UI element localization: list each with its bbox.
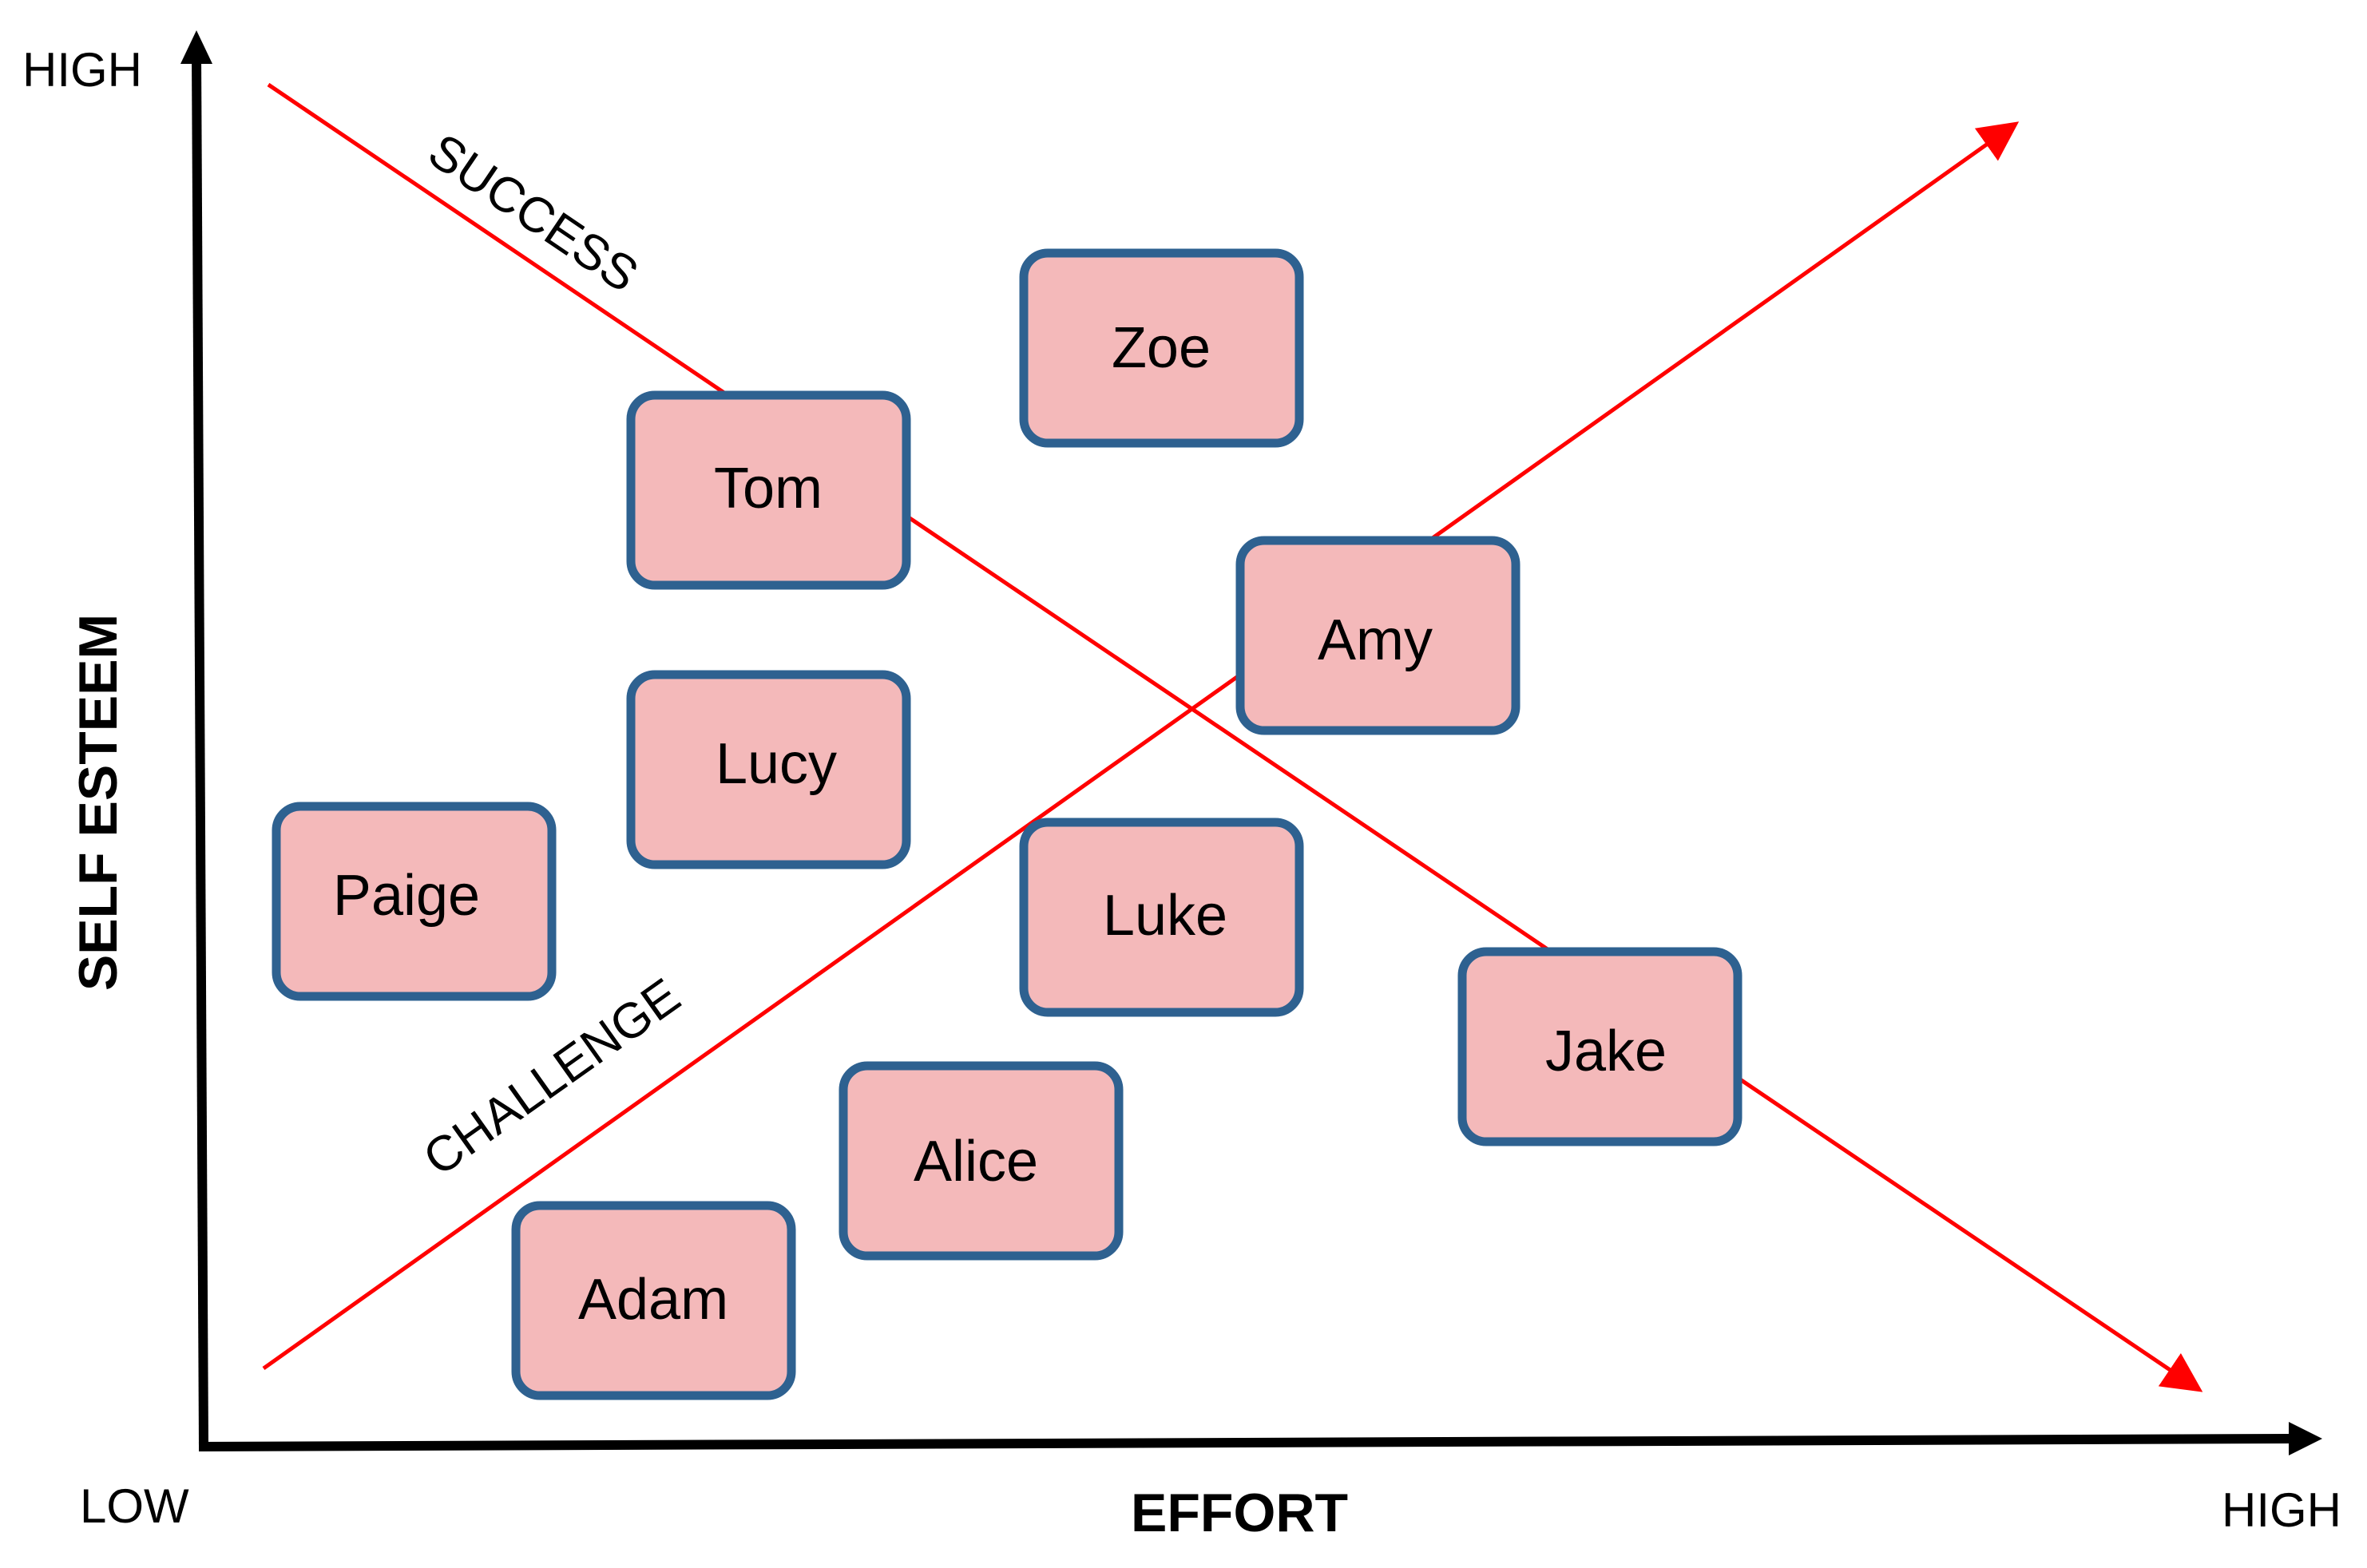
person-box-lucy: Lucy <box>626 670 911 869</box>
trend-lines <box>262 82 2203 1392</box>
y-axis-title: SELF ESTEEM <box>68 614 129 991</box>
person-box-tom-shape <box>626 390 911 590</box>
person-box-zoe: Zoe <box>1019 248 1304 448</box>
person-box-jake: Jake <box>1457 947 1743 1146</box>
y-axis-high-label: HIGH <box>22 43 142 97</box>
person-name-tom: Tom <box>714 457 823 521</box>
person-box-paige-shape <box>272 802 557 1001</box>
y-axis-line <box>192 53 208 1447</box>
challenge-label: CHALLENGE <box>414 968 690 1187</box>
person-name-jake: Jake <box>1545 1020 1667 1083</box>
person-name-alice: Alice <box>914 1130 1038 1194</box>
person-name-amy: Amy <box>1318 608 1433 672</box>
success-arrow-line <box>267 82 2203 1392</box>
person-name-luke: Luke <box>1103 884 1227 948</box>
person-box-adam-shape <box>511 1201 796 1400</box>
person-box-paige: Paige <box>272 802 557 1001</box>
origin-low-label: LOW <box>80 1479 189 1533</box>
person-box-luke-shape <box>1019 818 1304 1017</box>
y-axis-arrowhead <box>180 30 212 64</box>
x-axis-arrowhead <box>2289 1422 2322 1455</box>
x-axis-high-label: HIGH <box>2222 1483 2341 1537</box>
person-box-alice: Alice <box>839 1061 1124 1261</box>
person-box-alice-shape <box>839 1061 1124 1261</box>
person-box-zoe-shape <box>1019 248 1304 448</box>
x-axis-line <box>198 1434 2293 1451</box>
person-box-amy-shape <box>1235 536 1521 735</box>
challenge-arrow-line <box>262 121 2020 1371</box>
person-name-lucy: Lucy <box>716 732 837 796</box>
person-box-lucy-shape <box>626 670 911 869</box>
x-axis-title: EFFORT <box>1131 1483 1348 1543</box>
person-box-adam: Adam <box>511 1201 796 1400</box>
person-name-adam: Adam <box>578 1268 728 1332</box>
person-box-luke: Luke <box>1019 818 1304 1017</box>
person-name-paige: Paige <box>333 864 480 928</box>
person-box-amy: Amy <box>1235 536 1521 735</box>
person-box-tom: Tom <box>626 390 911 590</box>
success-label: SUCCESS <box>418 123 648 303</box>
person-name-zoe: Zoe <box>1112 316 1211 380</box>
axes <box>180 30 2322 1455</box>
person-box-jake-shape <box>1457 947 1743 1146</box>
